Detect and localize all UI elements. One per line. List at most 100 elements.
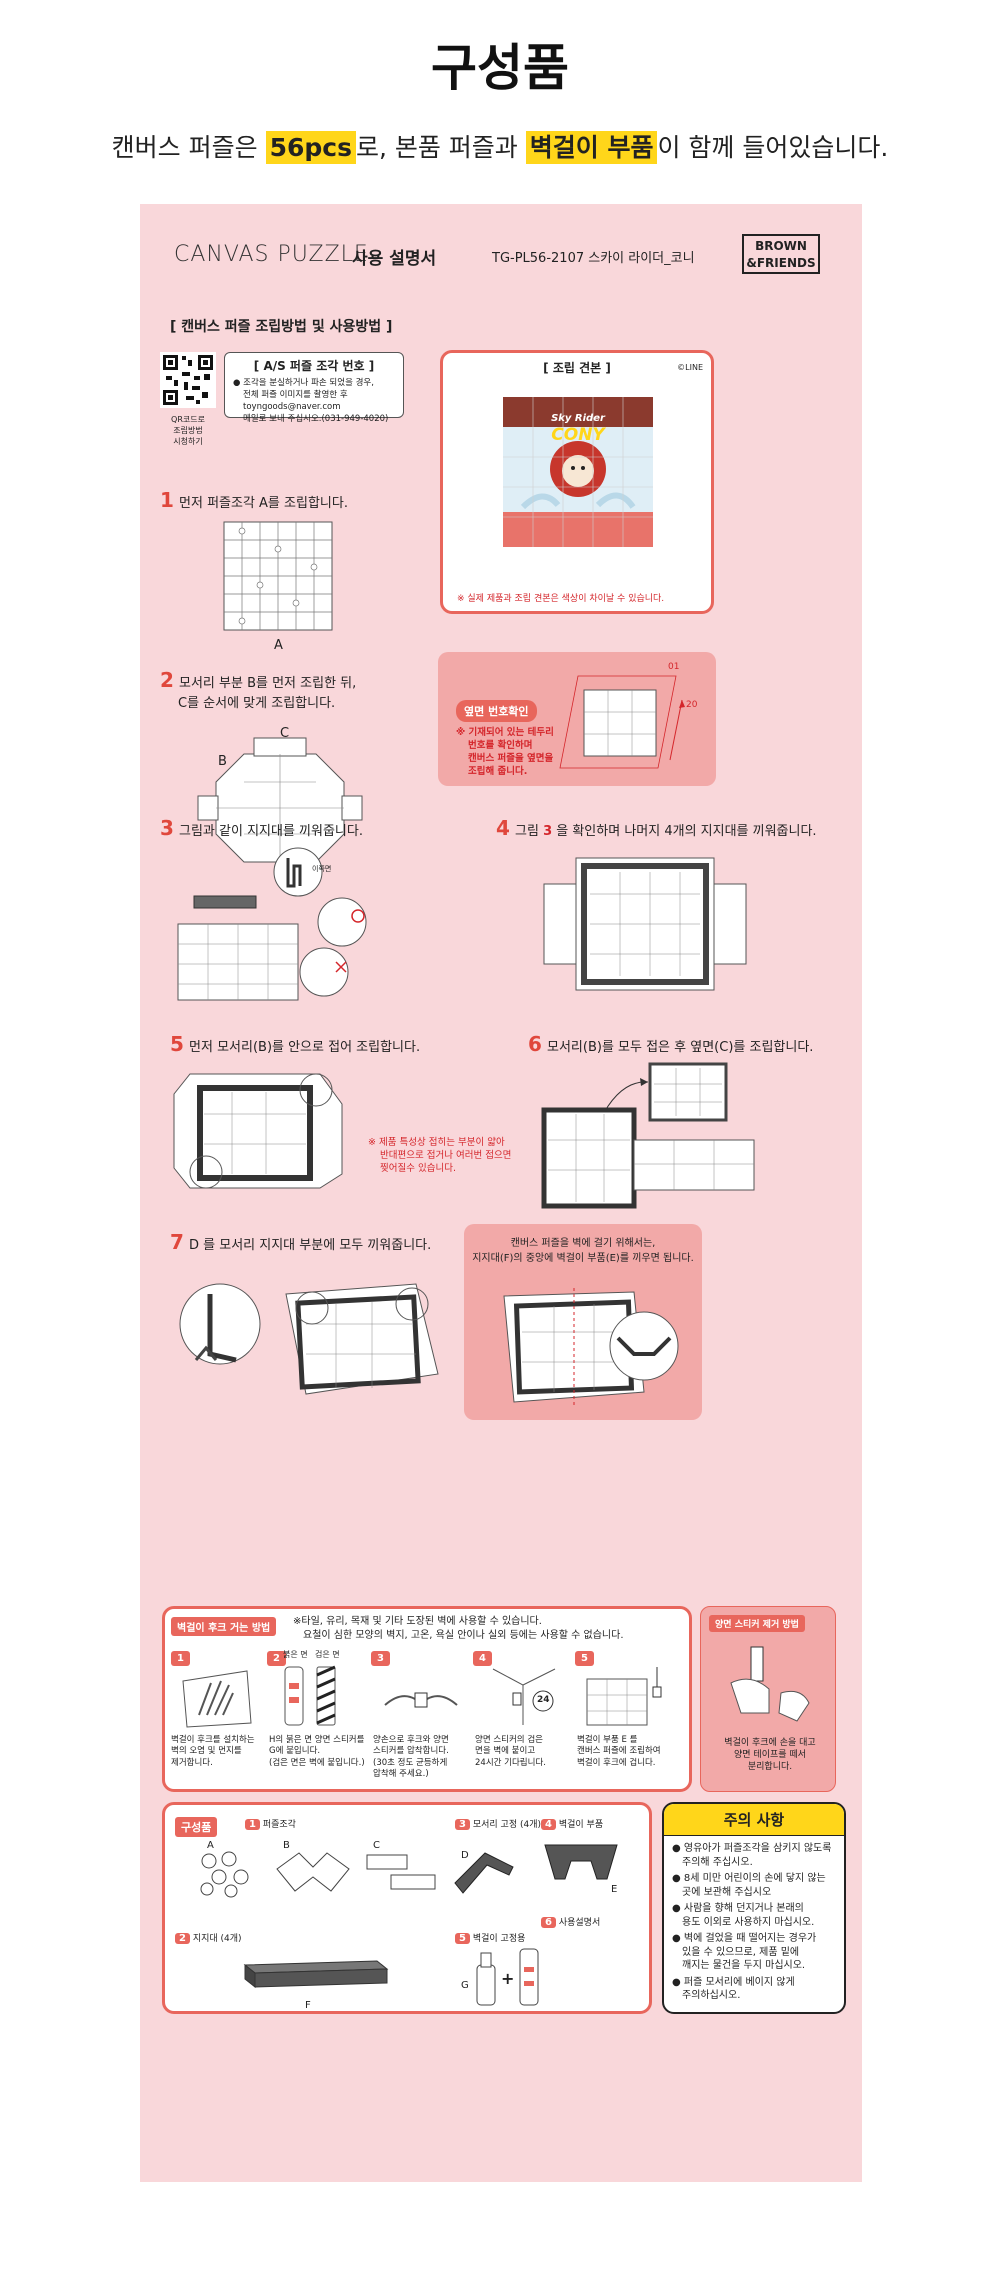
- hook-g-icon: [471, 1945, 501, 2009]
- as-line: ● 조각을 분실하거나 파손 되었을 경우,: [233, 378, 374, 388]
- puzzle-a-illustration: [220, 518, 336, 634]
- side-check-line: 번호를 확인하며: [468, 740, 533, 751]
- component-label: 사용설명서: [558, 1918, 601, 1928]
- caution-line: 곳에 보관해 주십시오: [682, 1886, 772, 1898]
- sample-image: [503, 397, 653, 547]
- step-5-note-line: 찢어질수 있습니다.: [380, 1163, 456, 1174]
- hook-step-caption: 벽걸이 부품 E 를: [577, 1735, 638, 1745]
- qr-code-icon[interactable]: [160, 352, 216, 408]
- hook-step-caption: H의 붉은 면 양면 스티커를: [269, 1735, 365, 1745]
- instruction-manual: CANVAS PUZZLE 사용 설명서 TG-PL56-2107 스카이 라이…: [140, 204, 862, 2182]
- as-line: 전체 퍼즐 이미지를 촬영한 후: [243, 390, 348, 400]
- support-bar-icon: [241, 1951, 391, 1991]
- black-side-label: 검은 면: [315, 1650, 340, 1659]
- corner-piece-icon: [273, 1849, 353, 1895]
- component-number: 5: [455, 1933, 470, 1944]
- step-text: 그림과 같이 지지대를 끼워줍니다.: [179, 824, 363, 839]
- manual-label: 사용 설명서: [352, 249, 437, 269]
- step-reference: 3: [543, 824, 553, 839]
- sticker-h-icon: [517, 1945, 541, 2009]
- components-box: 구성품 1 퍼즐조각 2 지지대 (4개) 3 모서리 고정 (4개) 4 벽걸…: [162, 1802, 652, 2014]
- sample-note: ※ 실제 제품과 조립 견본은 색상이 차이날 수 있습니다.: [457, 594, 665, 604]
- brand-logo: BROWN &FRIENDS: [742, 234, 820, 274]
- caution-line: 주의해 주십시오.: [682, 1856, 753, 1868]
- sticker-illustration: [281, 1663, 341, 1729]
- hook-step-caption: 면을 벽에 붙이고: [475, 1746, 536, 1757]
- step-text: C를 순서에 맞게 조립합니다.: [178, 696, 336, 711]
- component-letter: F: [305, 2000, 311, 2011]
- wait-illustration: [483, 1665, 563, 1729]
- step-number: 5: [170, 1032, 184, 1056]
- component-letter: E: [611, 1884, 618, 1895]
- hook-step-caption: 벽걸이 후크에 겁니다.: [577, 1757, 656, 1768]
- caution-line: ● 영유아가 퍼즐조각을 삼키지 않도록: [672, 1843, 832, 1854]
- hook-step-caption: 압착해 주세요.): [373, 1769, 429, 1780]
- remove-tag: 양면 스티커 제거 방법: [709, 1615, 805, 1632]
- component-letter: C: [373, 1840, 380, 1851]
- component-6: 6 사용설명서: [541, 1915, 600, 1928]
- hook-note: ※타일, 유리, 목재 및 기타 도장된 벽에 사용할 수 있습니다.: [293, 1616, 542, 1627]
- as-title: [ A/S 퍼즐 조각 번호 ]: [253, 359, 375, 373]
- section-title: [ 캔버스 퍼즐 조립방법 및 사용방법 ]: [170, 319, 393, 335]
- plus-sign: +: [501, 1969, 515, 1988]
- step-number: 6: [528, 1032, 542, 1056]
- step-2: 2 모서리 부분 B를 먼저 조립한 뒤, C를 순서에 맞게 조립합니다.: [160, 668, 356, 711]
- side-number-illustration: [558, 670, 688, 774]
- side-number-end: 20: [686, 700, 698, 710]
- component-letter: G: [461, 1980, 469, 1991]
- brand-logo-line2: &FRIENDS: [746, 256, 816, 270]
- as-email-link[interactable]: toyngoods@naver.com: [243, 402, 341, 412]
- hang-puzzle-illustration: [583, 1663, 673, 1729]
- sample-copyright: ©LINE: [677, 363, 703, 372]
- as-info-box: [ A/S 퍼즐 조각 번호 ] ● 조각을 분실하거나 파손 되었을 경우, …: [224, 352, 404, 424]
- step-number: 4: [496, 816, 510, 840]
- step-text: 모서리(B)를 모두 접은 후 옆면(C)를 조립합니다.: [547, 1040, 814, 1055]
- side-check-tag: 옆면 번호확인: [456, 700, 537, 722]
- sample-art-title: Sky Rider: [551, 413, 605, 424]
- hook-step-number: 4: [473, 1651, 492, 1666]
- step-number: 1: [160, 488, 174, 512]
- step-text: D 를 모서리 지지대 부분에 모두 끼워줍니다.: [189, 1238, 432, 1253]
- component-label: 모서리 고정 (4개): [472, 1820, 541, 1830]
- manual-brand: CANVAS PUZZLE: [174, 242, 369, 267]
- caution-line: 용도 이외로 사용하지 마십시오.: [682, 1916, 815, 1928]
- four-supports-illustration: [540, 854, 750, 994]
- component-5: 5 벽걸이 고정용: [455, 1931, 525, 1944]
- step-text: 그림: [515, 824, 544, 839]
- qr-caption-line: 시청하기: [173, 437, 203, 446]
- component-number: 3: [455, 1819, 470, 1830]
- caution-line: 깨지는 물건을 두지 마십시오.: [682, 1960, 806, 1971]
- side-assembly-illustration: [540, 1060, 760, 1210]
- caution-line: ● 8세 미만 어린이의 손에 닿지 않는: [672, 1873, 826, 1884]
- subtitle-text: 이 함께 들어있습니다.: [657, 133, 889, 162]
- component-2: 2 지지대 (4개): [175, 1931, 242, 1944]
- side-piece-icon: [361, 1849, 441, 1895]
- hanging-line: 캔버스 퍼즐을 벽에 걸기 위해서는,: [510, 1238, 656, 1249]
- puzzle-pieces-icon: [195, 1849, 265, 1899]
- step-text: 모서리 부분 B를 먼저 조립한 뒤,: [179, 676, 357, 691]
- step-number: 2: [160, 668, 174, 692]
- step-text: 을 확인하며 나머지 4개의 지지대를 끼워줍니다.: [552, 824, 817, 839]
- hook-step-caption: (검은 면은 벽에 붙입니다.): [269, 1757, 365, 1768]
- hook-step-caption: 제거합니다.: [171, 1757, 213, 1768]
- hook-tag: 벽걸이 후크 거는 방법: [171, 1617, 277, 1636]
- red-side-label: 붉은 면: [283, 1650, 308, 1659]
- callout-label: 이쪽면: [312, 865, 332, 873]
- hours-badge: 24: [537, 1695, 550, 1705]
- sample-title: [ 조립 견본 ]: [543, 361, 611, 375]
- remove-line: 분리합니다.: [747, 1762, 793, 1773]
- subtitle-text: 캔버스 퍼즐은: [111, 133, 266, 162]
- hook-step-number: 2: [267, 1651, 286, 1666]
- fold-corner-illustration: [170, 1064, 350, 1194]
- remove-line: 벽걸이 후크에 손을 대고: [724, 1738, 816, 1748]
- hook-step-caption: 캔버스 퍼즐에 조립하여: [577, 1746, 661, 1757]
- hanging-illustration: [494, 1282, 684, 1412]
- step-1: 1 먼저 퍼즐조각 A를 조립합니다.: [160, 488, 348, 512]
- component-label: 지지대 (4개): [192, 1934, 242, 1944]
- side-check-panel: 옆면 번호확인 ※ 기재되어 있는 테두리 번호를 확인하며 캔버스 퍼즐을 옆…: [438, 652, 716, 786]
- hook-note: 요철이 심한 모양의 벽지, 고온, 욕실 안이나 실외 등에는 사용할 수 없…: [303, 1630, 624, 1641]
- caution-item: ● 영유아가 퍼즐조각을 삼키지 않도록 주의해 주십시오.: [672, 1842, 836, 1869]
- hook-step-caption: 벽걸이 후크를 설치하는: [171, 1735, 255, 1745]
- hook-step-number: 3: [371, 1651, 390, 1666]
- components-tag: 구성품: [175, 1817, 218, 1837]
